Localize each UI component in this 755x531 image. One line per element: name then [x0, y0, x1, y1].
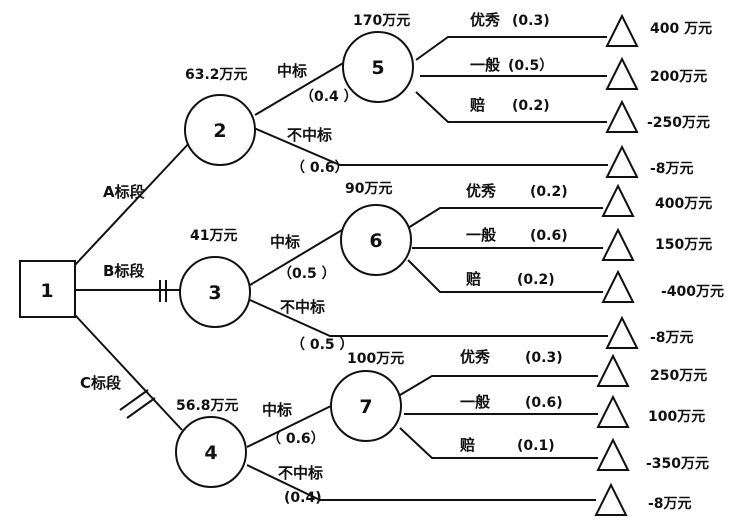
decision-node-label: 1 — [40, 280, 53, 302]
terminal-nodes — [594, 13, 639, 516]
branch-2-lose — [253, 127, 608, 166]
lose-label-c: 不中标 — [278, 464, 323, 482]
terminal-triangle — [601, 183, 635, 217]
branch-4-lose — [246, 464, 596, 501]
win-prob-c: （ 0.6） — [267, 431, 325, 447]
section-a-label: A标段 — [103, 183, 145, 201]
expected-value-node-3: 41万元 — [190, 228, 237, 244]
win-label-a: 中标 — [277, 62, 307, 80]
outcome-prob: (0.6) — [525, 395, 563, 411]
prune-mark-c — [119, 389, 149, 411]
payoff-value: -400万元 — [661, 284, 724, 300]
outcome-label: 赔 — [470, 96, 485, 114]
expected-value-node-5: 170万元 — [353, 13, 410, 29]
section-c-label: C标段 — [80, 374, 121, 392]
terminal-triangle — [605, 315, 639, 349]
win-label-b: 中标 — [270, 233, 300, 251]
branch-5-excellent — [415, 36, 607, 61]
terminal-triangle — [596, 437, 630, 471]
tree-branches — [74, 36, 608, 501]
payoff-value: 250万元 — [650, 368, 707, 384]
prune-mark-c — [126, 397, 156, 419]
payoff-value: -250万元 — [647, 115, 710, 131]
lose-label-a: 不中标 — [287, 126, 332, 144]
branch-4-to-7 — [246, 404, 334, 448]
branch-7-loss — [399, 427, 598, 459]
terminal-triangle — [605, 13, 639, 47]
outcome-prob: (0.3) — [525, 350, 563, 366]
terminal-triangle — [605, 56, 639, 90]
branch-1-to-4 — [74, 314, 183, 431]
terminal-triangle — [601, 269, 635, 303]
payoff-value: 150万元 — [655, 237, 712, 253]
payoff-a-lose: -8万元 — [650, 161, 694, 177]
outcome-label: 赔 — [466, 270, 481, 288]
chance-node-6: 6 — [340, 204, 412, 276]
lose-prob-a: （ 0.6） — [291, 160, 349, 176]
outcome-prob: (0.5） — [508, 58, 553, 74]
win-label-c: 中标 — [262, 401, 292, 419]
outcome-label: 优秀 — [466, 182, 497, 200]
terminal-triangle — [605, 144, 639, 178]
branch-5-loss — [415, 91, 607, 123]
chance-node-2: 2 — [184, 94, 256, 166]
terminal-triangle — [594, 482, 628, 516]
branch-6-excellent — [407, 207, 603, 229]
chance-node-label: 4 — [204, 442, 217, 464]
lose-prob-c: (0.4) — [284, 490, 322, 506]
chance-node-7: 7 — [330, 370, 402, 442]
payoff-b-lose: -8万元 — [650, 330, 694, 346]
payoff-value: 100万元 — [648, 409, 705, 425]
outcome-prob: (0.2) — [512, 98, 550, 114]
chance-node-3: 3 — [179, 256, 251, 328]
outcome-prob: (0.1) — [517, 438, 555, 454]
chance-node-label: 5 — [371, 57, 384, 79]
chance-node-label: 7 — [359, 396, 372, 418]
outcome-prob: (0.3) — [512, 13, 550, 29]
payoff-value: -350万元 — [646, 456, 709, 472]
chance-node-5: 5 — [342, 31, 414, 103]
outcome-label: 优秀 — [470, 11, 501, 29]
expected-value-node-2: 63.2万元 — [185, 67, 248, 83]
branch-7-excellent — [399, 375, 598, 396]
decision-node: 1 — [19, 260, 76, 318]
payoff-value: 400 万元 — [650, 21, 712, 37]
branch-2-to-5 — [254, 61, 346, 116]
outcome-label: 赔 — [460, 436, 475, 454]
payoff-value: 200万元 — [650, 69, 707, 85]
section-b-label: B标段 — [103, 262, 144, 280]
outcome-label: 一般 — [470, 56, 500, 74]
terminal-triangle — [605, 99, 639, 133]
expected-value-node-6: 90万元 — [345, 181, 392, 197]
chance-node-label: 2 — [213, 120, 226, 142]
outcome-label: 优秀 — [460, 348, 491, 366]
chance-node-label: 3 — [208, 282, 221, 304]
win-prob-a: （0.4 ） — [300, 89, 358, 105]
branch-6-loss — [407, 259, 603, 293]
lose-prob-b: （ 0.5 ） — [291, 337, 354, 353]
outcome-prob: (0.2) — [530, 184, 568, 200]
expected-value-node-4: 56.8万元 — [176, 398, 239, 414]
chance-node-4: 4 — [175, 416, 247, 488]
terminal-triangle — [596, 353, 630, 387]
lose-label-b: 不中标 — [280, 298, 325, 316]
payoff-value: 400万元 — [655, 196, 712, 212]
win-prob-b: （0.5 ） — [278, 266, 336, 282]
outcome-prob: (0.2) — [517, 272, 555, 288]
terminal-triangle — [596, 394, 630, 428]
expected-value-node-7: 100万元 — [347, 351, 404, 367]
outcome-prob: (0.6) — [530, 228, 568, 244]
payoff-c-lose: -8万元 — [648, 496, 692, 512]
chance-node-label: 6 — [369, 230, 382, 252]
terminal-triangle — [601, 227, 635, 261]
branch-3-lose — [249, 299, 608, 337]
branch-3-to-6 — [249, 229, 343, 286]
outcome-label: 一般 — [466, 226, 496, 244]
outcome-label: 一般 — [460, 393, 490, 411]
branch-1-to-2 — [74, 139, 193, 266]
